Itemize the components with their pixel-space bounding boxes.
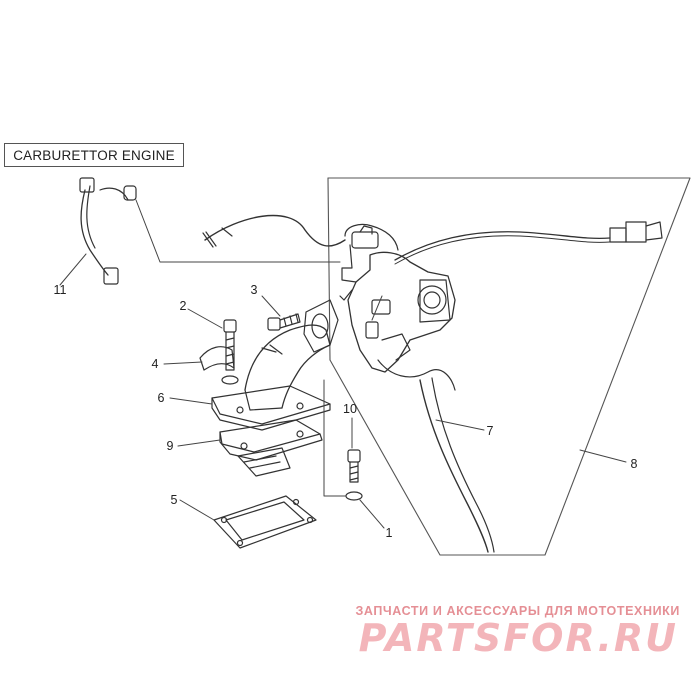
callout-8: 8 bbox=[630, 457, 638, 471]
intake-manifold bbox=[244, 299, 339, 411]
gasket bbox=[213, 495, 317, 549]
callout-4: 4 bbox=[151, 357, 159, 371]
callout-6: 6 bbox=[157, 391, 165, 405]
choke-wire bbox=[394, 221, 663, 265]
drain-hose bbox=[419, 377, 495, 553]
flange-plate bbox=[211, 385, 331, 431]
callout-5: 5 bbox=[170, 493, 178, 507]
bolt-10 bbox=[345, 449, 363, 501]
bolt-2 bbox=[221, 319, 239, 385]
callout-1: 1 bbox=[385, 526, 393, 540]
throttle-cable bbox=[202, 214, 346, 248]
clamp bbox=[199, 346, 235, 371]
bolt-3 bbox=[267, 313, 301, 331]
wire-harness bbox=[79, 177, 137, 285]
diagram-title: CARBURETTOR ENGINE bbox=[4, 143, 184, 167]
watermark-logo: PARTSFOR.RU bbox=[358, 616, 678, 660]
callout-10: 10 bbox=[343, 402, 357, 416]
watermark-caption: ЗАПЧАСТИ И АКСЕССУАРЫ ДЛЯ МОТОТЕХНИКИ bbox=[355, 604, 680, 618]
carburettor-group-outline bbox=[327, 177, 691, 556]
reed-valve bbox=[219, 419, 323, 477]
leader-lines bbox=[59, 199, 627, 529]
callout-9: 9 bbox=[166, 439, 174, 453]
callout-3: 3 bbox=[250, 283, 258, 297]
callout-7: 7 bbox=[486, 424, 494, 438]
callout-2: 2 bbox=[179, 299, 187, 313]
carburettor-body bbox=[339, 223, 456, 391]
callout-11: 11 bbox=[53, 283, 67, 297]
